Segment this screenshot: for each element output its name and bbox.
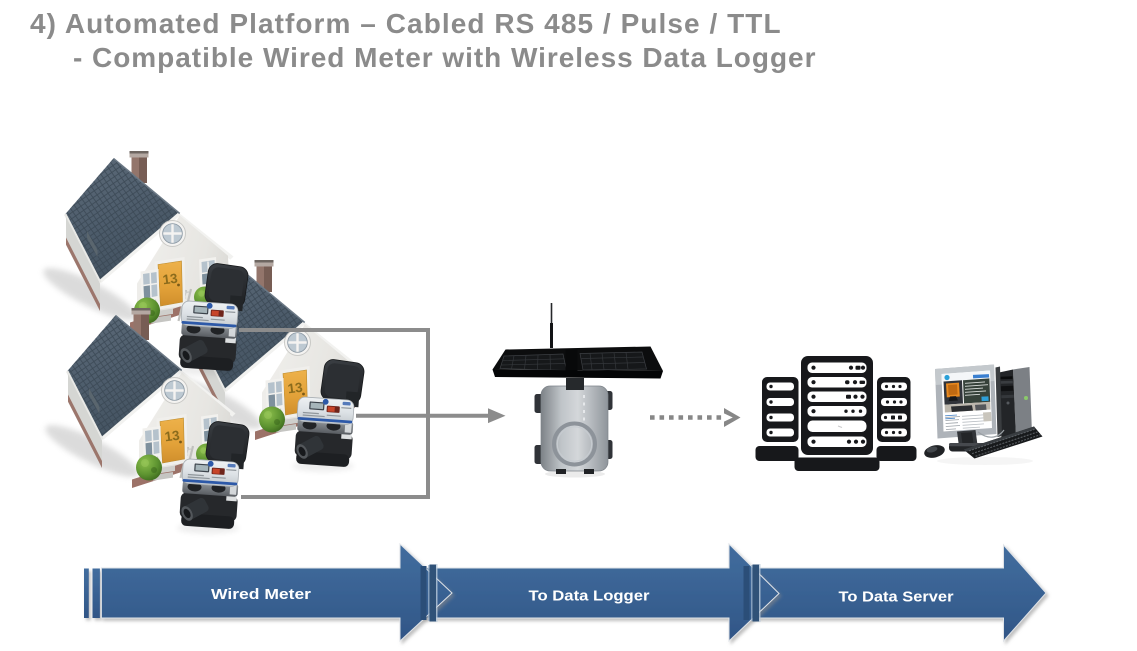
- svg-text:To Data Logger: To Data Logger: [529, 588, 650, 605]
- svg-text:Wired Meter: Wired Meter: [211, 586, 311, 603]
- svg-text:To Data Server: To Data Server: [839, 589, 954, 606]
